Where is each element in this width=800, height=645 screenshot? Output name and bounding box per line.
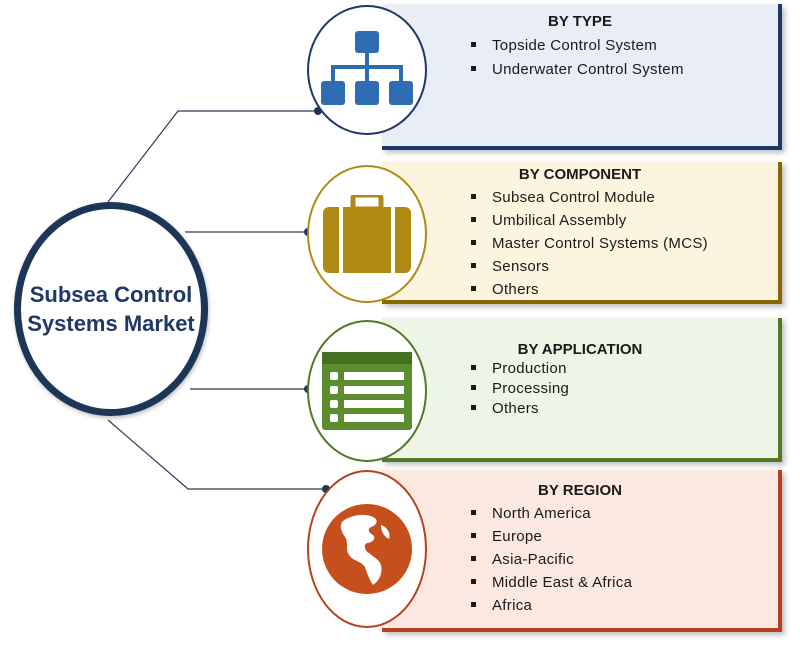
segment-list-type: Topside Control System Underwater Contro…: [472, 37, 684, 85]
list-item: Middle East & Africa: [472, 574, 632, 597]
briefcase-icon: [323, 195, 411, 273]
list-item: Topside Control System: [472, 37, 684, 61]
list-item: Subsea Control Module: [472, 189, 708, 212]
segment-list-region: North America Europe Asia-Pacific Middle…: [472, 505, 632, 620]
center-circle: Subsea Control Systems Market: [14, 202, 208, 416]
list-item: Umbilical Assembly: [472, 212, 708, 235]
component-icon-ring: [307, 165, 427, 303]
list-item: Others: [472, 400, 569, 420]
list-item: North America: [472, 505, 632, 528]
segment-list-application: Production Processing Others: [472, 360, 569, 420]
segment-title-region: BY REGION: [538, 482, 622, 499]
segment-panel-type: BY TYPE Topside Control System Underwate…: [382, 4, 782, 150]
type-icon-ring: [307, 5, 427, 135]
hierarchy-icon: [321, 31, 413, 105]
application-icon-ring: [307, 320, 427, 462]
list-form-icon: [322, 352, 412, 430]
segment-panel-application: BY APPLICATION Production Processing Oth…: [382, 318, 782, 462]
list-item: Sensors: [472, 258, 708, 281]
segment-title-application: BY APPLICATION: [517, 341, 643, 358]
list-item: Production: [472, 360, 569, 380]
list-item: Underwater Control System: [472, 61, 684, 85]
segment-list-component: Subsea Control Module Umbilical Assembly…: [472, 189, 708, 304]
list-item: Africa: [472, 597, 632, 620]
region-icon-ring: [307, 470, 427, 628]
list-item: Others: [472, 281, 708, 304]
list-item: Asia-Pacific: [472, 551, 632, 574]
list-item: Europe: [472, 528, 632, 551]
segment-title-type: BY TYPE: [548, 13, 612, 30]
globe-icon: [322, 504, 412, 594]
list-item: Processing: [472, 380, 569, 400]
segment-title-component: BY COMPONENT: [518, 166, 642, 183]
center-title: Subsea Control Systems Market: [27, 282, 195, 336]
list-item: Master Control Systems (MCS): [472, 235, 708, 258]
segment-panel-region: BY REGION North America Europe Asia-Paci…: [382, 470, 782, 632]
segment-panel-component: BY COMPONENT Subsea Control Module Umbil…: [382, 162, 782, 304]
